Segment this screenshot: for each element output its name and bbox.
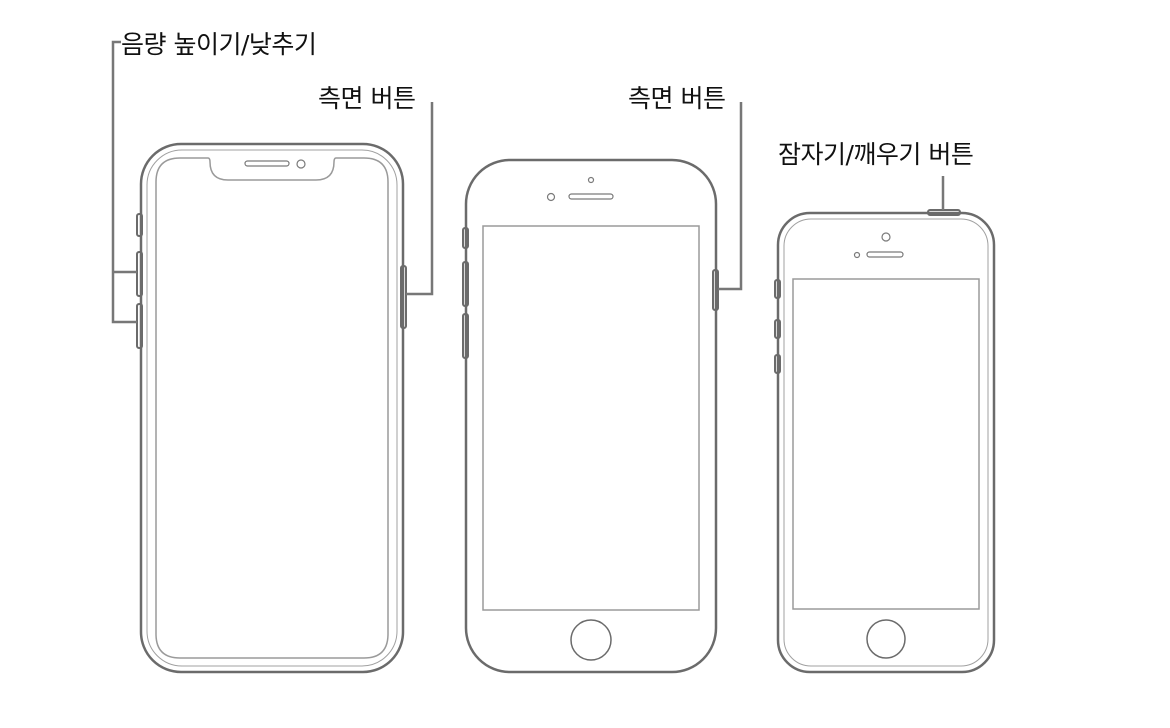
label-side-button-2: 측면 버튼 — [628, 84, 726, 113]
callout-line-side-1 — [406, 102, 434, 296]
label-side-button-1: 측면 버튼 — [318, 84, 416, 113]
sensor-2 — [587, 176, 595, 184]
screen-2 — [482, 225, 700, 611]
phone-body-2 — [464, 158, 718, 674]
phone-body-3 — [776, 211, 996, 674]
callout-line-volume — [111, 40, 137, 324]
screen-with-notch — [155, 157, 389, 659]
front-camera — [296, 159, 306, 169]
front-camera-2 — [546, 192, 556, 202]
phone-body-3-inner — [783, 218, 989, 667]
phone-body-inner — [146, 149, 398, 667]
label-volume-buttons: 음량 높이기/낮추기 — [121, 30, 317, 59]
speaker-grille — [244, 160, 290, 167]
phone-face-id — [136, 142, 407, 674]
sensor-3 — [853, 251, 861, 259]
home-button-3 — [866, 619, 906, 659]
home-button-2 — [570, 619, 612, 661]
phone-body — [139, 142, 405, 674]
phone-home-button-large — [462, 158, 719, 674]
callout-line-side-2 — [718, 102, 743, 291]
label-sleep-wake-button: 잠자기/깨우기 버튼 — [778, 140, 974, 169]
screen-3 — [792, 278, 980, 610]
speaker-grille-2 — [568, 193, 614, 200]
front-camera-3 — [881, 232, 891, 242]
phone-home-button-small — [774, 209, 996, 674]
speaker-grille-3 — [866, 251, 904, 258]
